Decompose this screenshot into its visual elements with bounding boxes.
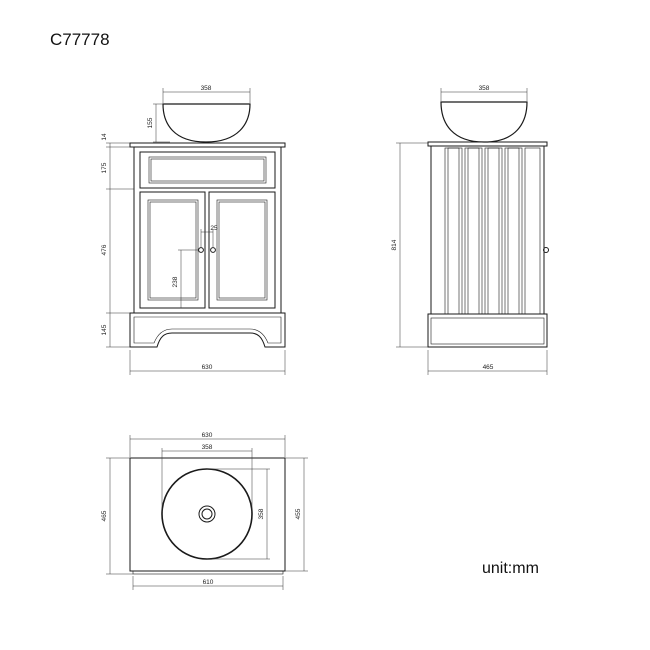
front-left-door bbox=[139, 191, 206, 309]
side-panel-grooves bbox=[444, 147, 541, 315]
dim-front-door-height: 476 bbox=[101, 244, 108, 255]
front-right-door bbox=[208, 191, 276, 309]
front-left-knob bbox=[198, 247, 204, 253]
front-countertop bbox=[129, 142, 286, 148]
top-drain bbox=[198, 505, 216, 523]
front-cabinet-body bbox=[133, 146, 282, 314]
dim-front-knob-height: 238 bbox=[172, 276, 179, 287]
dim-front-overall-width: 630 bbox=[202, 364, 213, 371]
dim-side-overall-height: 814 bbox=[391, 239, 398, 250]
dim-side-basin-width: 358 bbox=[479, 85, 490, 92]
front-plinth bbox=[129, 312, 286, 348]
side-knob bbox=[543, 247, 549, 253]
dim-top-depth-right: 455 bbox=[295, 508, 302, 519]
dim-front-drawer-height: 175 bbox=[101, 162, 108, 173]
front-drawer-panel bbox=[148, 156, 267, 184]
dim-top-cabinet-width: 610 bbox=[203, 579, 214, 586]
top-view: 630 358 358 465 455 610 bbox=[101, 432, 308, 590]
side-countertop bbox=[427, 141, 548, 147]
dim-top-depth-left: 465 bbox=[101, 510, 108, 521]
dim-front-basin-height: 155 bbox=[147, 117, 154, 128]
dim-top-basin-horizontal: 358 bbox=[202, 444, 213, 451]
unit-label: unit:mm bbox=[482, 560, 539, 577]
top-cabinet-edge bbox=[132, 570, 284, 575]
dim-front-top-thickness: 14 bbox=[101, 133, 108, 141]
dim-front-plinth-height: 145 bbox=[101, 324, 108, 335]
front-drawer bbox=[139, 151, 276, 189]
front-basin bbox=[162, 103, 251, 143]
side-plinth bbox=[427, 313, 548, 348]
model-code: C77778 bbox=[50, 30, 110, 49]
dim-top-basin-vertical: 358 bbox=[258, 508, 265, 519]
front-view: 358 155 14 175 476 145 25 238 630 bbox=[101, 85, 286, 375]
dim-front-knob-offset: 25 bbox=[210, 225, 218, 232]
top-basin-rim bbox=[161, 468, 253, 560]
side-basin bbox=[440, 101, 528, 143]
dim-top-width: 630 bbox=[202, 432, 213, 439]
side-view: 358 814 465 bbox=[391, 85, 549, 375]
dim-side-depth: 465 bbox=[483, 364, 494, 371]
front-right-door-panel bbox=[216, 199, 268, 301]
dim-front-basin-width: 358 bbox=[201, 85, 212, 92]
front-right-knob bbox=[210, 247, 216, 253]
